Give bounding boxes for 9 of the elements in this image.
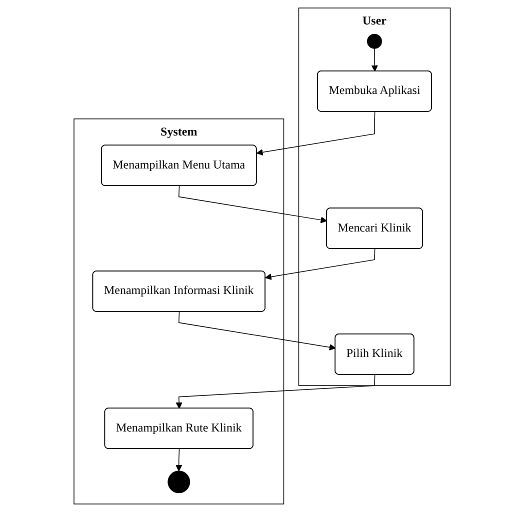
arrow [372, 48, 378, 72]
arrow [265, 248, 376, 280]
node-circle [367, 34, 382, 49]
arrow [176, 374, 376, 409]
arrow [178, 186, 328, 224]
node-circle [168, 470, 190, 494]
arrow [178, 311, 336, 350]
arrow [256, 111, 376, 156]
arrow [176, 448, 183, 472]
